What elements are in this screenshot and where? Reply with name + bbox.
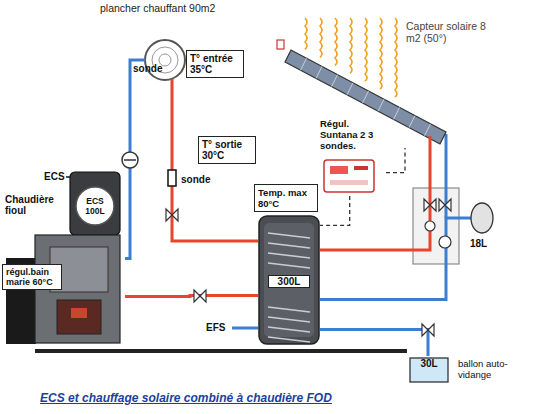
sun-ray <box>305 18 307 49</box>
solar-station <box>413 188 459 264</box>
pump-symbol <box>124 159 136 161</box>
controller-box <box>324 160 374 192</box>
temperature-tag: T° sortie 30°C <box>198 136 256 164</box>
sun-ray <box>335 18 337 65</box>
pipe-connector <box>172 82 258 241</box>
node-text: Temp. max 80°C <box>258 187 314 209</box>
sensor-label: sonde <box>133 63 162 74</box>
panel-tube <box>301 58 307 70</box>
dhw-badge: ECS 100L <box>75 186 115 226</box>
pipe-label: ECS <box>44 171 65 182</box>
node-text: 300L <box>268 275 310 288</box>
pipe-connector <box>320 329 428 356</box>
coil-turn <box>268 243 310 248</box>
panel-tube <box>409 116 415 128</box>
shape-outline <box>462 198 504 260</box>
pump-symbol <box>122 152 138 168</box>
cold-water-pipe <box>232 327 258 330</box>
bath-regulator: régul.bain marie 60°C <box>2 264 62 290</box>
panel-tube <box>316 66 322 78</box>
controller-display <box>330 166 348 174</box>
pipe-stub <box>429 136 432 148</box>
burner-flame <box>71 308 87 318</box>
expansion-vessel: 18L <box>462 198 504 260</box>
node-text: ballon auto-vidange <box>458 358 530 380</box>
pipe-connector <box>386 148 405 173</box>
floor-line <box>35 349 407 353</box>
badge-circle <box>76 187 114 225</box>
sensor <box>168 170 176 186</box>
coil-turn <box>268 253 310 258</box>
pipe-label: EFS <box>206 322 225 333</box>
controller-button <box>354 166 368 170</box>
dhw-tank <box>70 172 120 235</box>
node-text: ECS 100L <box>78 196 112 216</box>
node-text: T° sortie 30°C <box>202 139 252 161</box>
panel-tube <box>425 124 431 136</box>
temperature-tag: T° entrée 35°C <box>186 50 244 78</box>
sensor-label: sonde <box>181 174 210 185</box>
shape-outline <box>280 18 490 148</box>
oil-boiler: Chaudière fioul ECS 100L <box>5 172 125 345</box>
air-vent <box>277 40 284 49</box>
thermometer <box>425 221 435 231</box>
controller-strip <box>330 180 368 185</box>
temperature-tag: Temp. max 80°C <box>254 184 318 212</box>
node-text: 18L <box>470 238 487 249</box>
coil-turn <box>268 337 310 342</box>
tank-box <box>410 358 448 382</box>
pipe-stub <box>171 79 174 82</box>
sun-ray <box>365 18 367 81</box>
coil-turn <box>268 233 310 238</box>
pump-symbol <box>439 236 451 248</box>
pipe-connector <box>320 196 350 225</box>
sun-ray <box>320 18 322 57</box>
panel-tube <box>378 99 384 111</box>
vessel-shell <box>471 203 493 233</box>
solar-collector: Capteur solaire 8 m2 (50°) <box>280 18 490 148</box>
panel-tube <box>363 91 369 103</box>
node-text: 30L <box>410 358 448 382</box>
valve-symbol <box>194 290 206 302</box>
panel-tube <box>332 75 338 87</box>
panel-tube <box>347 83 353 95</box>
burner <box>57 300 101 334</box>
pipe-connector <box>125 82 130 259</box>
node-text: régul.bain marie 60°C <box>6 267 58 287</box>
storage-tank: 300L <box>258 215 320 345</box>
valve-symbol <box>422 324 434 336</box>
tank-shell <box>259 216 319 344</box>
coil-turn <box>268 317 310 322</box>
tank-inner <box>264 223 314 337</box>
sun-ray <box>395 18 397 97</box>
valve-symbol <box>424 199 436 211</box>
panel-tube <box>394 107 400 119</box>
pipe-connector <box>320 148 430 250</box>
sun-ray <box>350 18 352 73</box>
node-text: Chaudière fioul <box>5 194 63 216</box>
node-text: plancher chauffant 90m2 <box>100 2 230 14</box>
mixing-valve <box>166 209 178 221</box>
node-text: T° entrée 35°C <box>190 53 240 75</box>
pipe-connector <box>320 218 462 300</box>
solar-controller: Régul. Suntana 2 3 sondes. <box>320 118 386 196</box>
pipe-stub <box>462 217 471 220</box>
valve-symbol <box>439 199 451 211</box>
pipe-connector <box>125 294 258 298</box>
drainback-tank: ballon auto-vidange 30L <box>408 356 532 394</box>
coil-turn <box>268 307 310 312</box>
sun-ray <box>380 18 382 89</box>
coil-turn <box>268 263 310 268</box>
diagram-title: ECS et chauffage solaire combiné à chaud… <box>40 391 332 405</box>
node-text: Capteur solaire 8 m2 (50°) <box>406 20 488 44</box>
coil-circle <box>145 40 185 80</box>
node-text: Régul. Suntana 2 3 sondes. <box>320 118 386 151</box>
coil-turn <box>268 327 310 332</box>
